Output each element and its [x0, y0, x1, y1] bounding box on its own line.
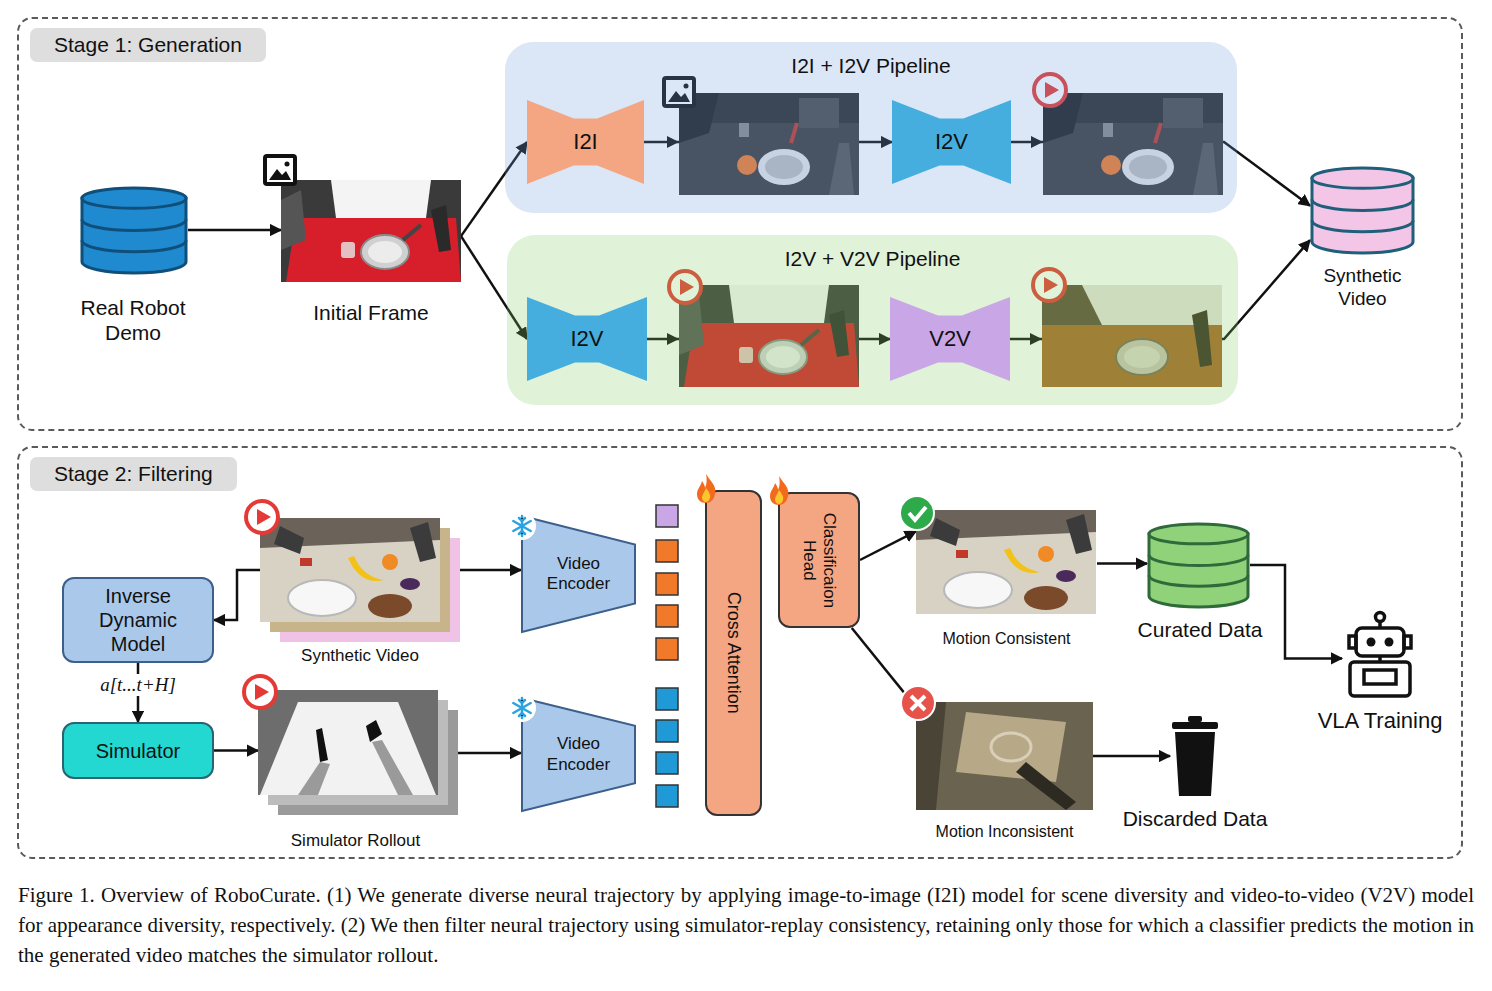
arrow-connector — [214, 749, 258, 752]
stage-region: Stage 1: GenerationReal Robot Demo Initia… — [18, 18, 1462, 430]
model-block: I2I — [527, 100, 644, 184]
cross-icon — [901, 686, 935, 720]
frozen-icon — [507, 511, 537, 541]
attention-block: Classificaion Head — [778, 492, 860, 628]
consistent-video-image — [916, 510, 1096, 614]
pipeline-band: I2V + V2V PipelineI2V V2V — [507, 235, 1238, 405]
robot-icon: VLA Training — [1300, 610, 1460, 734]
node-label: Synthetic Video — [255, 646, 465, 666]
robot-icon-area — [1342, 610, 1418, 698]
video-frame-area — [258, 690, 438, 795]
rotated-label: Classificaion Head — [799, 501, 840, 619]
node-label: Synthetic Video — [1300, 265, 1425, 311]
node-label: Simulator Rollout — [248, 831, 463, 851]
figure-caption: Figure 1. Overview of RoboCurate. (1) We… — [18, 880, 1474, 970]
database-cylinder-area — [80, 187, 188, 273]
block-label: V2V — [929, 326, 971, 352]
caption-holder: Figure 1. Overview of RoboCurate. (1) We… — [18, 880, 1474, 970]
block-label: Video Encoder — [539, 554, 619, 595]
node-label: Real Robot Demo — [58, 295, 208, 345]
robot-drawing — [1342, 610, 1418, 698]
stage-label: Stage 2: Filtering — [30, 457, 237, 491]
video-frame-area — [260, 518, 440, 622]
image-icon — [263, 154, 297, 186]
model-block: I2V — [892, 100, 1011, 184]
rotated-label: Cross Attention — [723, 592, 745, 714]
cylinder — [80, 187, 188, 273]
attention-block: Cross Attention — [705, 490, 762, 816]
edge-label-holder: a[t...t+H] — [96, 674, 180, 696]
node-label: Curated Data — [1120, 617, 1280, 642]
arrow-connector — [188, 229, 281, 232]
check-icon — [900, 496, 934, 530]
video-frame: Initial Frame — [281, 180, 461, 325]
cylinder — [1147, 523, 1250, 607]
band-title: I2I + I2V Pipeline — [505, 54, 1237, 78]
inconsistent-video-image — [916, 702, 1093, 810]
stage-region: Stage 2: FilteringSynthetic Video Inverse… — [18, 447, 1462, 858]
simulator-rollout-image — [258, 690, 438, 795]
process-box: Simulator — [62, 722, 214, 779]
trash-bin: Discarded Data — [1100, 716, 1290, 831]
stage-label: Stage 1: Generation — [30, 28, 266, 62]
block-label: I2V — [570, 326, 603, 352]
synthetic-video-image — [260, 518, 440, 622]
arrow-connector — [860, 531, 916, 560]
database-cylinder: Synthetic Video — [1300, 167, 1425, 311]
trash-bin-area — [1170, 716, 1220, 796]
arrow-connector — [1250, 565, 1342, 658]
process-box: Inverse Dynamic Model — [62, 577, 214, 663]
band-title: I2V + V2V Pipeline — [507, 247, 1238, 271]
trash-drawing — [1170, 716, 1220, 796]
video-frame: Motion Consistent — [916, 510, 1097, 648]
model-block: V2V — [890, 297, 1010, 381]
model-block: I2V — [527, 297, 647, 381]
frozen-icon — [507, 693, 537, 723]
node-label: Discarded Data — [1100, 806, 1290, 831]
block-label: Video Encoder — [539, 734, 619, 775]
node-label: Motion Inconsistent — [916, 822, 1093, 841]
database-cylinder: Real Robot Demo — [58, 187, 208, 345]
initial-frame-image — [281, 180, 461, 282]
database-cylinder-area — [1310, 167, 1415, 253]
node-label: Motion Consistent — [916, 629, 1097, 648]
video-frame: Motion Inconsistent — [916, 702, 1093, 841]
cylinder — [1310, 167, 1415, 253]
pipeline-band: I2I + I2V PipelineI2I I2V — [505, 42, 1237, 213]
video-frame: Synthetic Video — [255, 518, 465, 666]
video-encoder: Video Encoder — [521, 515, 636, 633]
video-frame: Simulator Rollout — [248, 690, 463, 851]
box-label: Inverse Dynamic Model — [88, 584, 188, 656]
database-cylinder-area — [1147, 523, 1250, 607]
trainable-icon — [693, 472, 719, 504]
database-cylinder: Curated Data — [1120, 523, 1280, 642]
arrow-connector — [1097, 562, 1147, 565]
video-frame-area — [916, 702, 1093, 810]
node-label: VLA Training — [1300, 708, 1460, 734]
arrow-connector — [1093, 755, 1170, 758]
block-label: I2I — [573, 129, 597, 155]
video-frame-area — [281, 180, 461, 282]
arrow-connector — [214, 570, 260, 620]
video-encoder: Video Encoder — [521, 697, 636, 812]
video-icon — [246, 501, 278, 533]
video-icon — [244, 676, 276, 708]
trainable-icon — [766, 474, 792, 506]
tokens — [656, 505, 678, 807]
edge-label: a[t...t+H] — [100, 674, 176, 695]
video-frame-area — [916, 510, 1097, 617]
box-label: Simulator — [96, 739, 180, 763]
node-label: Initial Frame — [281, 300, 461, 325]
block-label: I2V — [935, 129, 968, 155]
